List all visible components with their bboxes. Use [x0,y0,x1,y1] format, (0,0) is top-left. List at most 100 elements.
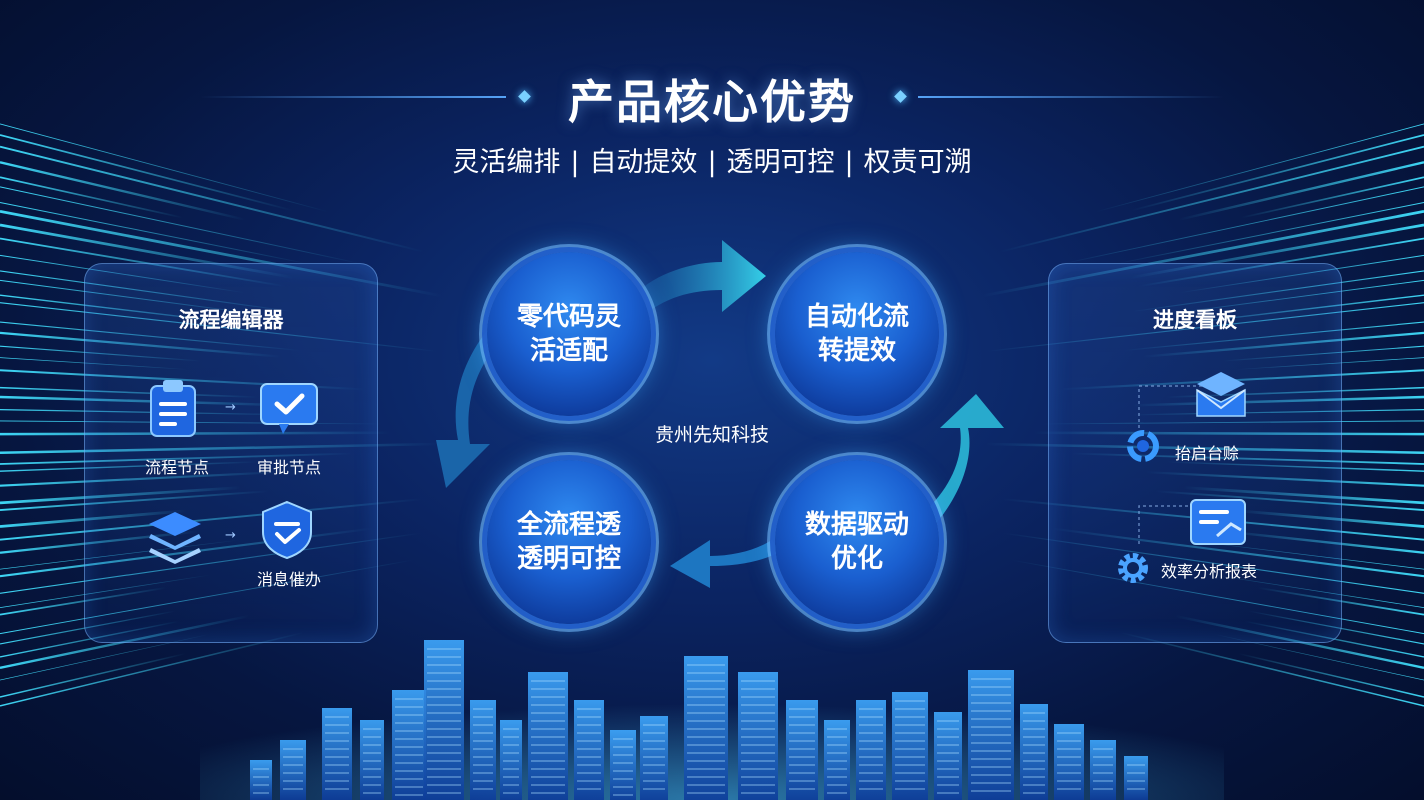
skyline-building [824,720,850,800]
building-window-row [1057,772,1081,774]
building-window-row [971,686,1011,688]
building-window-row [687,728,725,730]
building-window-row [687,776,725,778]
building-window-row [427,744,461,746]
building-window-row [1093,764,1113,766]
building-window-row [325,724,349,726]
building-window-row [577,780,601,782]
light-streak [0,210,442,298]
building-window-row [741,760,775,762]
connector-line [1138,505,1191,544]
building-window-row [577,716,601,718]
building-window-row [741,712,775,714]
skyline-building [1054,724,1084,800]
building-window-row [1093,772,1113,774]
building-window-row [325,740,349,742]
building-window-row [687,664,725,666]
light-streak [1145,471,1424,487]
item-label: 审批节点 [256,458,321,477]
building-window-row [613,754,633,756]
building-window-row [789,716,815,718]
light-streak [0,161,246,221]
building-window-row [1023,720,1045,722]
building-window-row [895,716,925,718]
building-window-row [427,688,461,690]
building-window-row [741,680,775,682]
building-window-row [503,792,519,794]
building-window-row [325,788,349,790]
building-window-row [503,768,519,770]
node-automation: 自动化流转提效 [775,252,939,416]
building-window-row [577,756,601,758]
building-window-row [1057,756,1081,758]
building-window-row [1093,788,1113,790]
panel-title: 进度看板 [1153,308,1237,332]
building-window-row [531,728,565,730]
building-window-row [937,776,959,778]
building-window-row [827,728,847,730]
building-window-row [1057,788,1081,790]
building-window-row [1023,760,1045,762]
building-window-row [325,716,349,718]
building-window-row [283,764,303,766]
light-streak [1236,357,1424,370]
building-window-row [827,752,847,754]
building-window-row [283,772,303,774]
building-window-row [577,732,601,734]
building-window-row [687,696,725,698]
building-window-row [503,728,519,730]
building-window-row [473,724,493,726]
light-streak [1240,176,1424,219]
building-window-row [789,756,815,758]
page-title: 产品核心优势 [568,75,856,129]
node-label: 全流程透透明可控 [516,510,621,574]
light-streak [1010,559,1424,635]
building-window-row [859,764,883,766]
building-window-row [531,688,565,690]
building-window-row [859,708,883,710]
building-window-row [827,768,847,770]
building-window-row [741,728,775,730]
building-window-row [363,792,381,794]
building-window-row [895,724,925,726]
skyline-building [738,672,778,800]
building-window-row [253,784,269,786]
building-window-row [971,750,1011,752]
light-streak [0,321,302,352]
node-zero-code: 零代码灵活适配 [487,252,651,416]
building-window-row [643,780,665,782]
light-streak [1132,409,1424,416]
building-window-row [827,760,847,762]
building-window-row [1023,768,1045,770]
building-window-row [503,776,519,778]
building-window-row [971,790,1011,792]
light-streak [1033,431,1424,436]
building-window-row [473,740,493,742]
building-window-row [427,696,461,698]
building-window-row [643,788,665,790]
light-streak [0,498,422,541]
building-window-row [473,764,493,766]
light-streak [1117,201,1424,264]
building-window-row [395,754,423,756]
building-window-row [971,734,1011,736]
light-streak [0,145,424,253]
building-window-row [363,744,381,746]
building-window-row [613,794,633,796]
building-window-row [859,780,883,782]
building-window-row [827,784,847,786]
light-streak [0,532,421,594]
building-window-row [363,728,381,730]
light-streak [0,302,438,352]
building-window-row [395,762,423,764]
building-window-row [1057,780,1081,782]
building-window-row [427,784,461,786]
building-window-row [741,792,775,794]
report-icon [1190,499,1246,545]
building-window-row [789,772,815,774]
building-window-row [613,786,633,788]
arrow-left-icon [436,318,510,488]
building-window-row [937,760,959,762]
building-window-row [789,724,815,726]
shield-check-icon [262,500,312,560]
